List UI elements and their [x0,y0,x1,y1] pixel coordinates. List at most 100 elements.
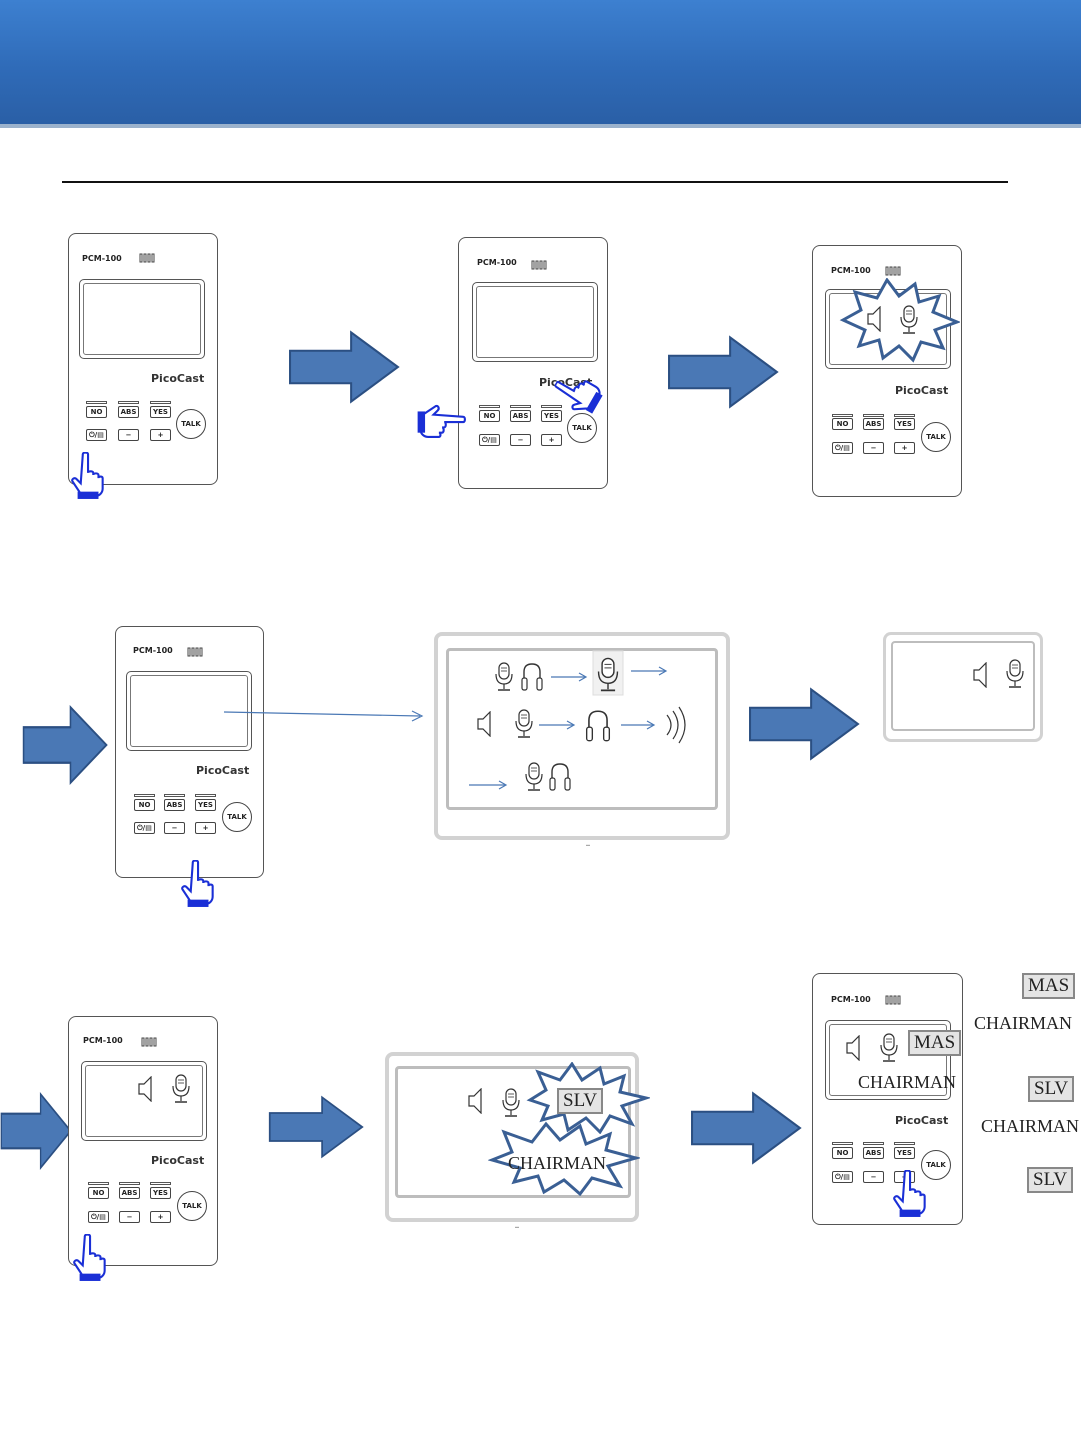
microphone-icon [515,709,533,738]
key-power[interactable]: ⏻/▤ [86,429,107,441]
microphone-icon [1004,659,1026,689]
key-abs[interactable]: ABS [119,1187,140,1199]
mas-option-label: MAS [1022,973,1076,999]
key-minus[interactable]: − [118,429,139,441]
device-pcm100-step4: PCM-100 PicoCast NO ABS YES ⏻/▤ − + TALK [115,626,264,878]
key-no[interactable]: NO [86,406,107,418]
key-abs[interactable]: ABS [118,406,139,418]
key-power[interactable]: ⏻/▤ [832,1171,853,1183]
key-minus[interactable]: − [119,1211,140,1223]
svg-text:CHAIRMAN: CHAIRMAN [508,1153,606,1173]
key-plus[interactable]: + [195,822,216,834]
arrow-right-icon [268,1090,364,1164]
led-slots-icon [885,266,901,276]
header-banner [0,0,1081,128]
hand-pointer-icon [72,1234,106,1282]
led-slots-icon [187,647,203,657]
headphones-icon [549,763,571,791]
sound-wave-icon [666,706,686,744]
key-power[interactable]: ⏻/▤ [88,1211,109,1223]
slv-option-label-2: SLV [1027,1167,1074,1193]
key-talk[interactable]: TALK [176,409,206,439]
callout-line [223,710,424,722]
key-talk[interactable]: TALK [177,1191,207,1221]
key-plus[interactable]: + [541,434,562,446]
arrow-right-icon [288,330,400,404]
device-brand-label: PicoCast [196,764,250,777]
key-abs[interactable]: ABS [863,1147,884,1159]
key-no[interactable]: NO [88,1187,109,1199]
speaker-icon [973,662,987,688]
key-minus[interactable]: − [164,822,185,834]
key-yes[interactable]: YES [195,799,216,811]
device-brand-label: PicoCast [151,1154,205,1167]
microphone-icon [170,1074,192,1104]
key-talk[interactable]: TALK [921,1150,951,1180]
mode-row-3 [469,762,571,791]
mas-label: MAS [908,1030,962,1056]
device-pcm100-step5: PCM-100 PicoCast NO ABS YES ⏻/▤ − + TALK [68,1016,218,1266]
led-slots-icon [885,995,901,1005]
speaker-icon [468,1088,482,1114]
chairman-option-label-2: CHAIRMAN [981,1116,1080,1136]
key-yes[interactable]: YES [894,1147,915,1159]
device-screen [81,1061,207,1141]
led-slots-icon [141,1037,157,1047]
microphone-icon [878,1033,900,1063]
slv-option-label: SLV [1028,1076,1075,1102]
key-abs[interactable]: ABS [863,418,884,430]
key-plus[interactable]: + [894,442,915,454]
burst-icon [488,1121,640,1196]
chairman-option-label: CHAIRMAN [974,1013,1073,1033]
speaker-icon [477,711,491,737]
key-minus[interactable]: − [863,442,884,454]
key-yes[interactable]: YES [150,1187,171,1199]
device-brand-label: PicoCast [151,372,205,385]
key-no[interactable]: NO [479,410,500,422]
key-no[interactable]: NO [832,418,853,430]
hand-pointer-icon [180,860,214,908]
arrow-right-icon [748,684,860,764]
device-pcm100-step6: PCM-100 PicoCast NO ABS YES ⏻/▤ − + TALK [812,973,963,1225]
key-yes[interactable]: YES [894,418,915,430]
arrow-right-icon [0,1092,72,1170]
key-power[interactable]: ⏻/▤ [832,442,853,454]
device-screen [472,282,598,362]
key-talk[interactable]: TALK [921,422,951,452]
device-model-label: PCM-100 [133,646,173,655]
microphone-icon [525,762,543,791]
device-pcm100-step2: PCM-100 PicoCast NO ABS YES ⏻/▤ − + TALK [458,237,608,489]
key-talk[interactable]: TALK [222,802,252,832]
hand-pointer-icon [70,452,104,500]
mode-diagram [469,650,686,791]
microphone-icon [495,662,513,691]
headphones-icon [585,710,611,742]
burst-icon [839,278,960,363]
chairman-burst-text: CHAIRMAN [508,1153,606,1173]
key-abs[interactable]: ABS [164,799,185,811]
key-plus[interactable]: + [150,1211,171,1223]
speaker-icon [846,1035,860,1061]
device-model-label: PCM-100 [831,995,871,1004]
key-yes[interactable]: YES [150,406,171,418]
key-talk[interactable]: TALK [567,413,597,443]
device-screen [126,671,252,751]
slv-label: SLV [557,1088,604,1114]
key-no[interactable]: NO [832,1147,853,1159]
speaker-icon [138,1076,152,1102]
key-abs[interactable]: ABS [510,410,531,422]
key-power[interactable]: ⏻/▤ [134,822,155,834]
key-plus[interactable]: + [150,429,171,441]
device-screen [825,1020,951,1100]
device-pcm100-step1: PCM-100 PicoCast NO ABS YES ⏻/▤ − + TALK [68,233,218,485]
arrow-right-icon [22,705,108,785]
microphone-icon [898,305,920,335]
key-minus[interactable]: − [863,1171,884,1183]
key-yes[interactable]: YES [541,410,562,422]
led-slots-icon [139,253,155,263]
mode-row-1 [495,650,668,696]
key-power[interactable]: ⏻/▤ [479,434,500,446]
key-minus[interactable]: − [510,434,531,446]
mode-row-2 [477,706,686,744]
key-no[interactable]: NO [134,799,155,811]
